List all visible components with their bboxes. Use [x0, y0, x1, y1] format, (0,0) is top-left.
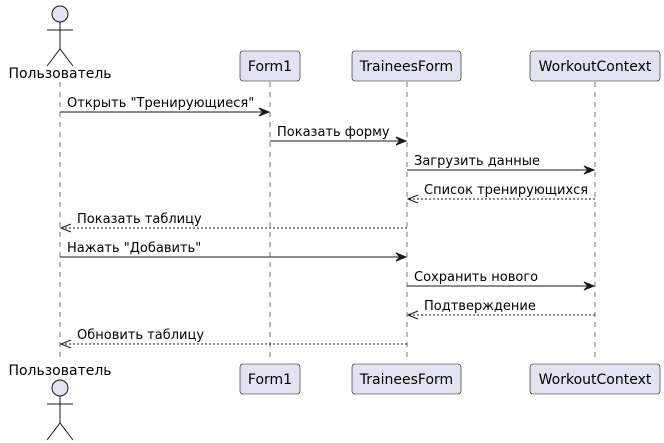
participant-context-bottom: WorkoutContext [529, 363, 661, 395]
participant-label: Form1 [248, 59, 292, 75]
participant-label: Form1 [248, 372, 292, 388]
arrowhead-open [406, 310, 419, 320]
actor-bottom: Пользователь [8, 363, 112, 441]
message-5: Показать таблицу [59, 212, 407, 233]
participants-top: Пользователь Form1 TraineesForm WorkoutCont… [8, 5, 661, 82]
message-7: Сохранить нового [407, 270, 596, 291]
message-6: Нажать "Добавить" [60, 241, 408, 262]
participant-label: TraineesForm [359, 372, 453, 388]
message-label: Показать таблицу [77, 212, 202, 227]
participant-box [351, 363, 462, 395]
participant-form1-top: Form1 [239, 50, 301, 82]
messages: Открыть "Тренирующиеся" Показать формуЗаг… [59, 96, 596, 349]
participant-label: TraineesForm [359, 59, 453, 75]
message-8: Подтверждение [406, 299, 595, 320]
arrowhead-open [406, 194, 419, 204]
actor-label: Пользователь [8, 363, 111, 379]
arrowhead-filled [583, 281, 596, 291]
arrowhead-filled [258, 107, 271, 117]
arrowhead-filled [395, 252, 408, 262]
actor-legs [46, 48, 74, 67]
arrowhead-open [59, 223, 72, 233]
participant-trainees-top: TraineesForm [351, 50, 462, 82]
participant-box [239, 363, 301, 395]
participant-box [351, 50, 462, 82]
message-label: Открыть "Тренирующиеся" [67, 96, 254, 111]
actor-top: Пользователь [8, 5, 112, 82]
actor-head [51, 5, 69, 23]
participant-trainees-bottom: TraineesForm [351, 363, 462, 395]
message-9: Обновить таблицу [59, 328, 407, 349]
participant-box [529, 50, 661, 82]
participant-label: WorkoutContext [539, 372, 652, 388]
actor-label: Пользователь [8, 66, 111, 82]
actor-legs [46, 422, 74, 441]
participant-box [529, 363, 661, 395]
arrowhead-filled [583, 165, 596, 175]
participant-box [239, 50, 301, 82]
actor-head [51, 379, 69, 397]
message-1: Открыть "Тренирующиеся" [60, 96, 271, 117]
message-3: Загрузить данные [407, 154, 596, 175]
message-label: Список тренирующихся [424, 183, 588, 198]
message-4: Список тренирующихся [406, 183, 595, 204]
arrowhead-open [59, 339, 72, 349]
participant-form1-bottom: Form1 [239, 363, 301, 395]
message-label: Обновить таблицу [77, 328, 204, 343]
message-label: Сохранить нового [414, 270, 538, 285]
message-label: Подтверждение [424, 299, 536, 314]
participant-context-top: WorkoutContext [529, 50, 661, 82]
message-2: Показать форму [270, 125, 408, 146]
arrowhead-filled [395, 136, 408, 146]
message-label: Нажать "Добавить" [67, 241, 201, 256]
message-label: Загрузить данные [414, 154, 540, 169]
participant-label: WorkoutContext [539, 59, 652, 75]
message-label: Показать форму [277, 125, 390, 140]
